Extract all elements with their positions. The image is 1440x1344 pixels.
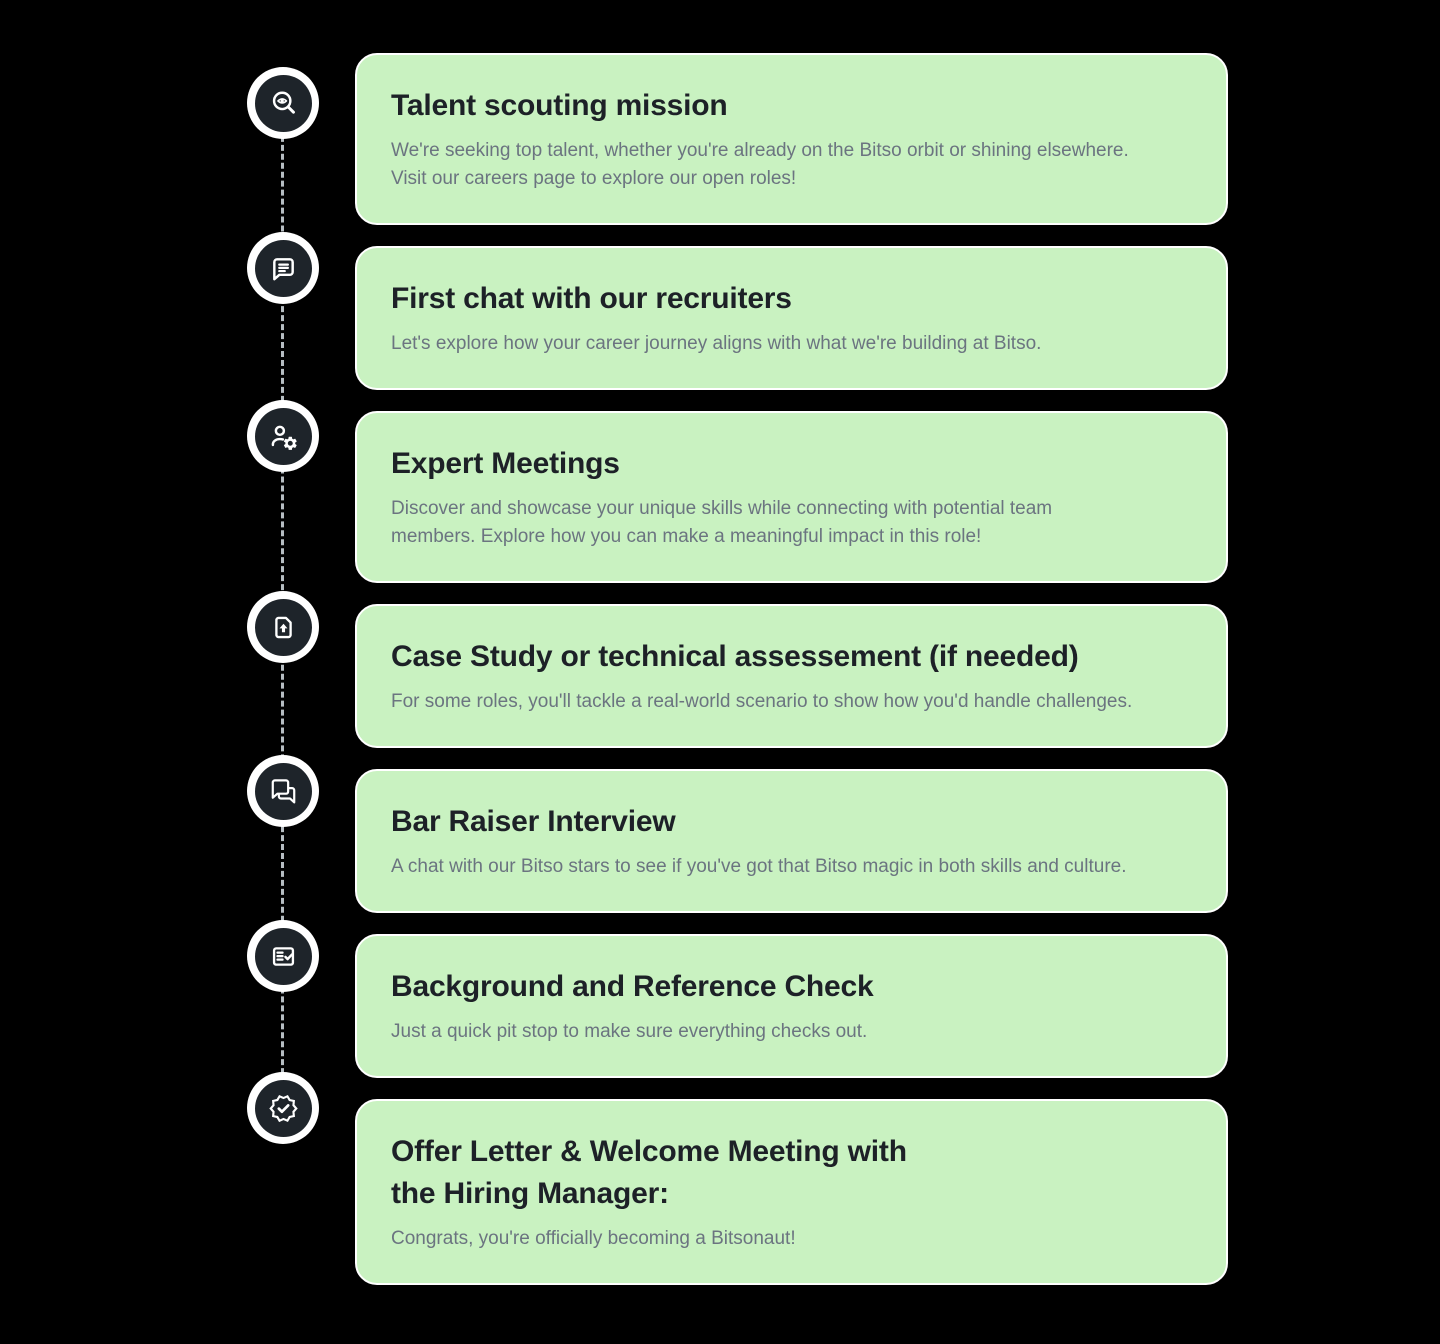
checklist-icon-circle bbox=[254, 927, 312, 985]
step-description: Let's explore how your career journey al… bbox=[391, 333, 1042, 354]
step-description: A chat with our Bitso stars to see if yo… bbox=[391, 856, 1127, 877]
step-description: We're seeking top talent, whether you're… bbox=[391, 140, 1129, 189]
step-title: First chat with our recruiters bbox=[391, 282, 792, 315]
step-description: Discover and showcase your unique skills… bbox=[391, 498, 1053, 547]
steps-list: Talent scouting mission We're seeking to… bbox=[355, 53, 1228, 1306]
checklist-icon bbox=[247, 920, 319, 992]
verified-badge-icon-circle bbox=[254, 1079, 312, 1137]
step-title: Background and Reference Check bbox=[391, 970, 874, 1003]
document-upload-icon bbox=[247, 591, 319, 663]
chat-bubble-icon-circle bbox=[254, 239, 312, 297]
search-eye-icon-circle bbox=[254, 74, 312, 132]
step-description: For some roles, you'll tackle a real-wor… bbox=[391, 691, 1133, 712]
step-title: Bar Raiser Interview bbox=[391, 805, 676, 838]
step-card-offer-letter: Offer Letter & Welcome Meeting with the … bbox=[355, 1099, 1228, 1285]
step-card-talent-scouting: Talent scouting mission We're seeking to… bbox=[355, 53, 1228, 225]
verified-badge-icon bbox=[247, 1072, 319, 1144]
person-gear-icon bbox=[247, 400, 319, 472]
chat-bubble-icon bbox=[247, 232, 319, 304]
chat-bubbles-icon-circle bbox=[254, 762, 312, 820]
step-title: Offer Letter & Welcome Meeting with the … bbox=[391, 1135, 907, 1210]
search-eye-icon bbox=[247, 67, 319, 139]
step-card-bar-raiser: Bar Raiser Interview A chat with our Bit… bbox=[355, 769, 1228, 913]
step-title: Talent scouting mission bbox=[391, 89, 728, 122]
step-card-background-check: Background and Reference Check Just a qu… bbox=[355, 934, 1228, 1078]
step-description: Congrats, you're officially becoming a B… bbox=[391, 1228, 796, 1249]
step-card-case-study: Case Study or technical assessement (if … bbox=[355, 604, 1228, 748]
step-card-expert-meetings: Expert Meetings Discover and showcase yo… bbox=[355, 411, 1228, 583]
chat-bubbles-icon bbox=[247, 755, 319, 827]
step-card-first-chat: First chat with our recruiters Let's exp… bbox=[355, 246, 1228, 390]
person-gear-icon-circle bbox=[254, 407, 312, 465]
step-title: Expert Meetings bbox=[391, 447, 620, 480]
document-upload-icon-circle bbox=[254, 598, 312, 656]
step-title: Case Study or technical assessement (if … bbox=[391, 640, 1079, 673]
step-description: Just a quick pit stop to make sure every… bbox=[391, 1021, 868, 1042]
